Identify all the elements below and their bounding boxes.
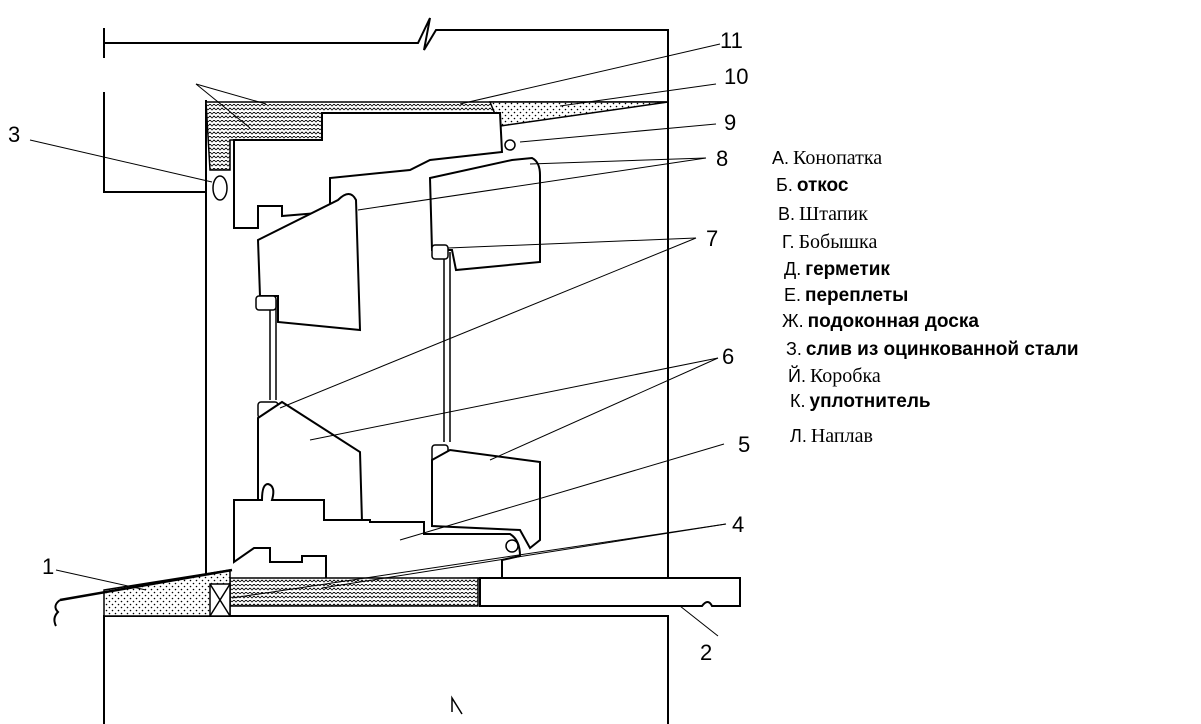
legend-item: Б. откос <box>776 176 848 195</box>
legend-term: Конопатка <box>793 147 883 169</box>
legend-item: Ж. подоконная доска <box>782 312 979 331</box>
legend-letter: Д. <box>784 259 802 279</box>
legend-term: уплотнитель <box>809 391 931 412</box>
callout-4: 4 <box>732 512 744 537</box>
callout-11: 11 <box>720 28 743 53</box>
callout-2: 2 <box>700 640 712 665</box>
legend-item: Л. Наплав <box>790 426 873 446</box>
callout-1: 1 <box>42 554 54 579</box>
drip-end <box>53 599 61 627</box>
legend-term: слив из оцинкованной стали <box>805 339 1079 360</box>
legend-term: герметик <box>805 259 890 280</box>
legend-item: Г. Бобышка <box>782 232 877 252</box>
legend-item: А. Конопатка <box>772 148 882 168</box>
wall-break <box>451 695 463 715</box>
legend-item: Й. Коробка <box>788 366 881 386</box>
sealant-jamb <box>212 175 228 201</box>
top-sealant <box>488 101 669 127</box>
legend-term: Наплав <box>810 425 873 447</box>
lintel-left <box>103 92 206 193</box>
drip-steel <box>59 568 233 602</box>
seal-top <box>504 139 516 151</box>
legend-item: К. уплотнитель <box>790 392 931 411</box>
legend-letter: Й. <box>788 366 806 386</box>
outer-sash-upper <box>256 193 362 332</box>
legend-term: Коробка <box>809 365 881 387</box>
bottom-caulk <box>229 577 479 607</box>
lintel-outline <box>103 17 669 102</box>
legend-letter: А. <box>772 148 790 168</box>
callout-8: 8 <box>716 146 728 171</box>
legend-term: Бобышка <box>798 231 878 253</box>
legend-term: переплеты <box>805 285 909 306</box>
legend-term: Штапик <box>799 203 868 225</box>
legend-letter: З. <box>786 339 802 359</box>
sill-board <box>479 577 741 607</box>
legend-letter: В. <box>778 204 796 224</box>
callout-9: 9 <box>724 110 736 135</box>
inner-sash-upper <box>428 156 541 272</box>
callout-5: 5 <box>738 432 750 457</box>
lower-wall <box>103 615 669 724</box>
callout-6: 6 <box>722 344 734 369</box>
legend-term: откос <box>796 175 849 196</box>
legend-item: В. Штапик <box>778 204 868 224</box>
legend-letter: Л. <box>790 426 807 446</box>
frame-top <box>233 112 504 229</box>
legend-letter: Б. <box>776 175 793 195</box>
callout-10: 10 <box>724 64 748 89</box>
callout-3: 3 <box>8 122 20 147</box>
legend-item: З. слив из оцинкованной стали <box>786 340 1079 359</box>
seal-bottom <box>505 539 519 553</box>
legend-item: Д. герметик <box>784 260 890 279</box>
legend-letter: Г. <box>782 232 795 252</box>
legend-item: Е. переплеты <box>784 286 908 305</box>
callout-7: 7 <box>706 226 718 251</box>
legend-term: подоконная доска <box>807 311 979 332</box>
legend-letter: Ж. <box>782 311 804 331</box>
legend-letter: К. <box>790 391 806 411</box>
legend-letter: Е. <box>784 285 802 305</box>
